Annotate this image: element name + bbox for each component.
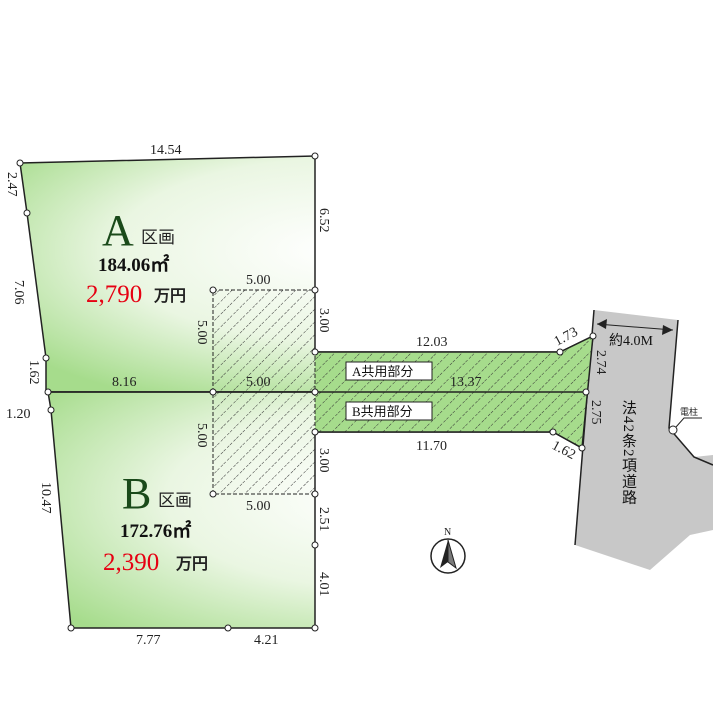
road-width: 約4.0M: [609, 333, 653, 349]
shared-hatch-square-b: [212, 391, 316, 495]
dim-bottom-right: 4.21: [254, 633, 279, 648]
lot-a-suffix: 区画: [141, 228, 175, 247]
dim-a-left-top: 2.47: [4, 172, 19, 197]
lot-a-price: 2,790: [86, 281, 142, 308]
road-edge-right: [668, 319, 713, 466]
dim-top: 14.54: [150, 143, 182, 158]
lot-b-letter: B: [122, 469, 151, 518]
dim-b-left: 10.47: [38, 482, 53, 514]
dim-divide-left: 8.16: [112, 375, 137, 390]
lot-b-price-unit: 万円: [175, 555, 208, 573]
dim-a-strip: 12.03: [416, 335, 448, 350]
dim-road-b: 2.75: [588, 400, 603, 425]
shared-a-label: A共用部分: [352, 364, 413, 379]
dim-sq-a-top: 5.00: [246, 273, 271, 288]
dim-b-step: 3.00: [316, 448, 331, 473]
dim-divide-mid: 5.00: [246, 375, 271, 390]
dim-left-mid: 1.62: [26, 360, 41, 385]
dim-b-strip: 11.70: [416, 439, 447, 454]
road-name: 法42条2項道路: [620, 400, 637, 506]
shared-a-box: [345, 361, 433, 381]
arrow-right-icon: [662, 325, 673, 335]
lot-a-price-unit: 万円: [153, 287, 186, 305]
dim-sq-b-left: 5.00: [194, 423, 209, 448]
dim-sq-a-left: 5.00: [194, 320, 209, 345]
road-width-arrow: [596, 323, 674, 331]
dim-sq-b-bottom: 5.00: [246, 499, 271, 514]
shared-b-label: B共用部分: [352, 404, 413, 419]
dim-road-a: 2.74: [593, 350, 608, 375]
shared-b-box: [345, 401, 433, 421]
lot-b-suffix: 区画: [158, 491, 192, 510]
utility-pole-icon: [668, 425, 678, 435]
arrow-left-icon: [597, 319, 607, 329]
dim-a-left: 7.06: [11, 280, 26, 305]
pole-label: 電柱: [680, 406, 698, 417]
dim-a-step: 3.00: [316, 308, 331, 333]
vertex-markers: [16, 152, 597, 632]
lot-b-price: 2,390: [103, 549, 159, 576]
dim-left-mid2: 1.20: [6, 407, 31, 422]
pole-leader: [675, 417, 702, 428]
shared-hatch-square-a: [212, 289, 316, 393]
north-label: N: [444, 527, 451, 538]
dim-divide-right: 13.37: [450, 375, 482, 390]
dim-bottom-left: 7.77: [136, 633, 161, 648]
lot-a-area: 184.06㎡: [98, 253, 169, 276]
dim-a-right: 6.52: [316, 208, 331, 233]
dim-b-right2: 4.01: [316, 572, 331, 597]
road: [575, 310, 713, 570]
lot-a-letter: A: [102, 206, 134, 255]
lot-b-area: 172.76㎡: [120, 519, 191, 542]
dim-b-right1: 2.51: [316, 507, 331, 532]
north-compass-icon: [430, 538, 466, 574]
